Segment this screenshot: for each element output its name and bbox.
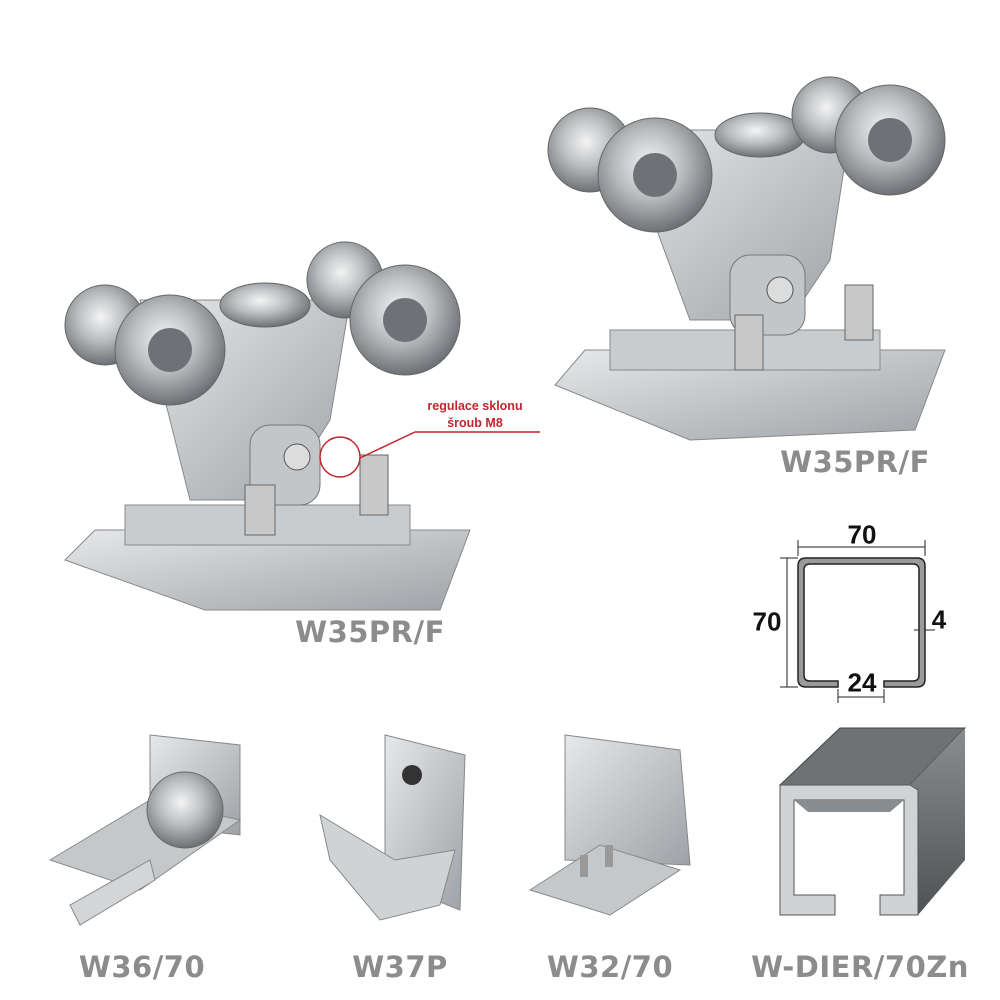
label-profile: W-DIER/70Zn bbox=[751, 950, 969, 984]
dimension-height: 70 bbox=[752, 606, 782, 637]
trolley-left-image bbox=[64, 241, 471, 611]
label-guide-roller: W37P bbox=[352, 950, 448, 984]
annotation-text: regulace sklonu šroub M8 bbox=[405, 398, 545, 432]
guide-roller-image bbox=[319, 734, 466, 921]
profile-cross-section bbox=[780, 540, 935, 703]
dimension-gap: 24 bbox=[847, 667, 877, 698]
label-end-cap: W36/70 bbox=[78, 950, 206, 984]
trolley-right-image bbox=[547, 76, 946, 441]
profile-bar-image bbox=[778, 727, 967, 916]
dimension-width: 70 bbox=[847, 519, 877, 550]
annotation-line2: šroub M8 bbox=[447, 416, 503, 430]
dimension-thickness: 4 bbox=[931, 604, 947, 635]
annotation-line1: regulace sklonu bbox=[427, 399, 523, 413]
label-trolley-left: W35PR/F bbox=[295, 615, 445, 649]
annotation-circle bbox=[319, 436, 361, 478]
label-end-stop: W32/70 bbox=[546, 950, 674, 984]
annotation-leader bbox=[359, 431, 540, 459]
end-cap-image bbox=[48, 734, 242, 926]
label-trolley-right: W35PR/F bbox=[780, 445, 930, 479]
end-stop-image bbox=[528, 734, 691, 916]
